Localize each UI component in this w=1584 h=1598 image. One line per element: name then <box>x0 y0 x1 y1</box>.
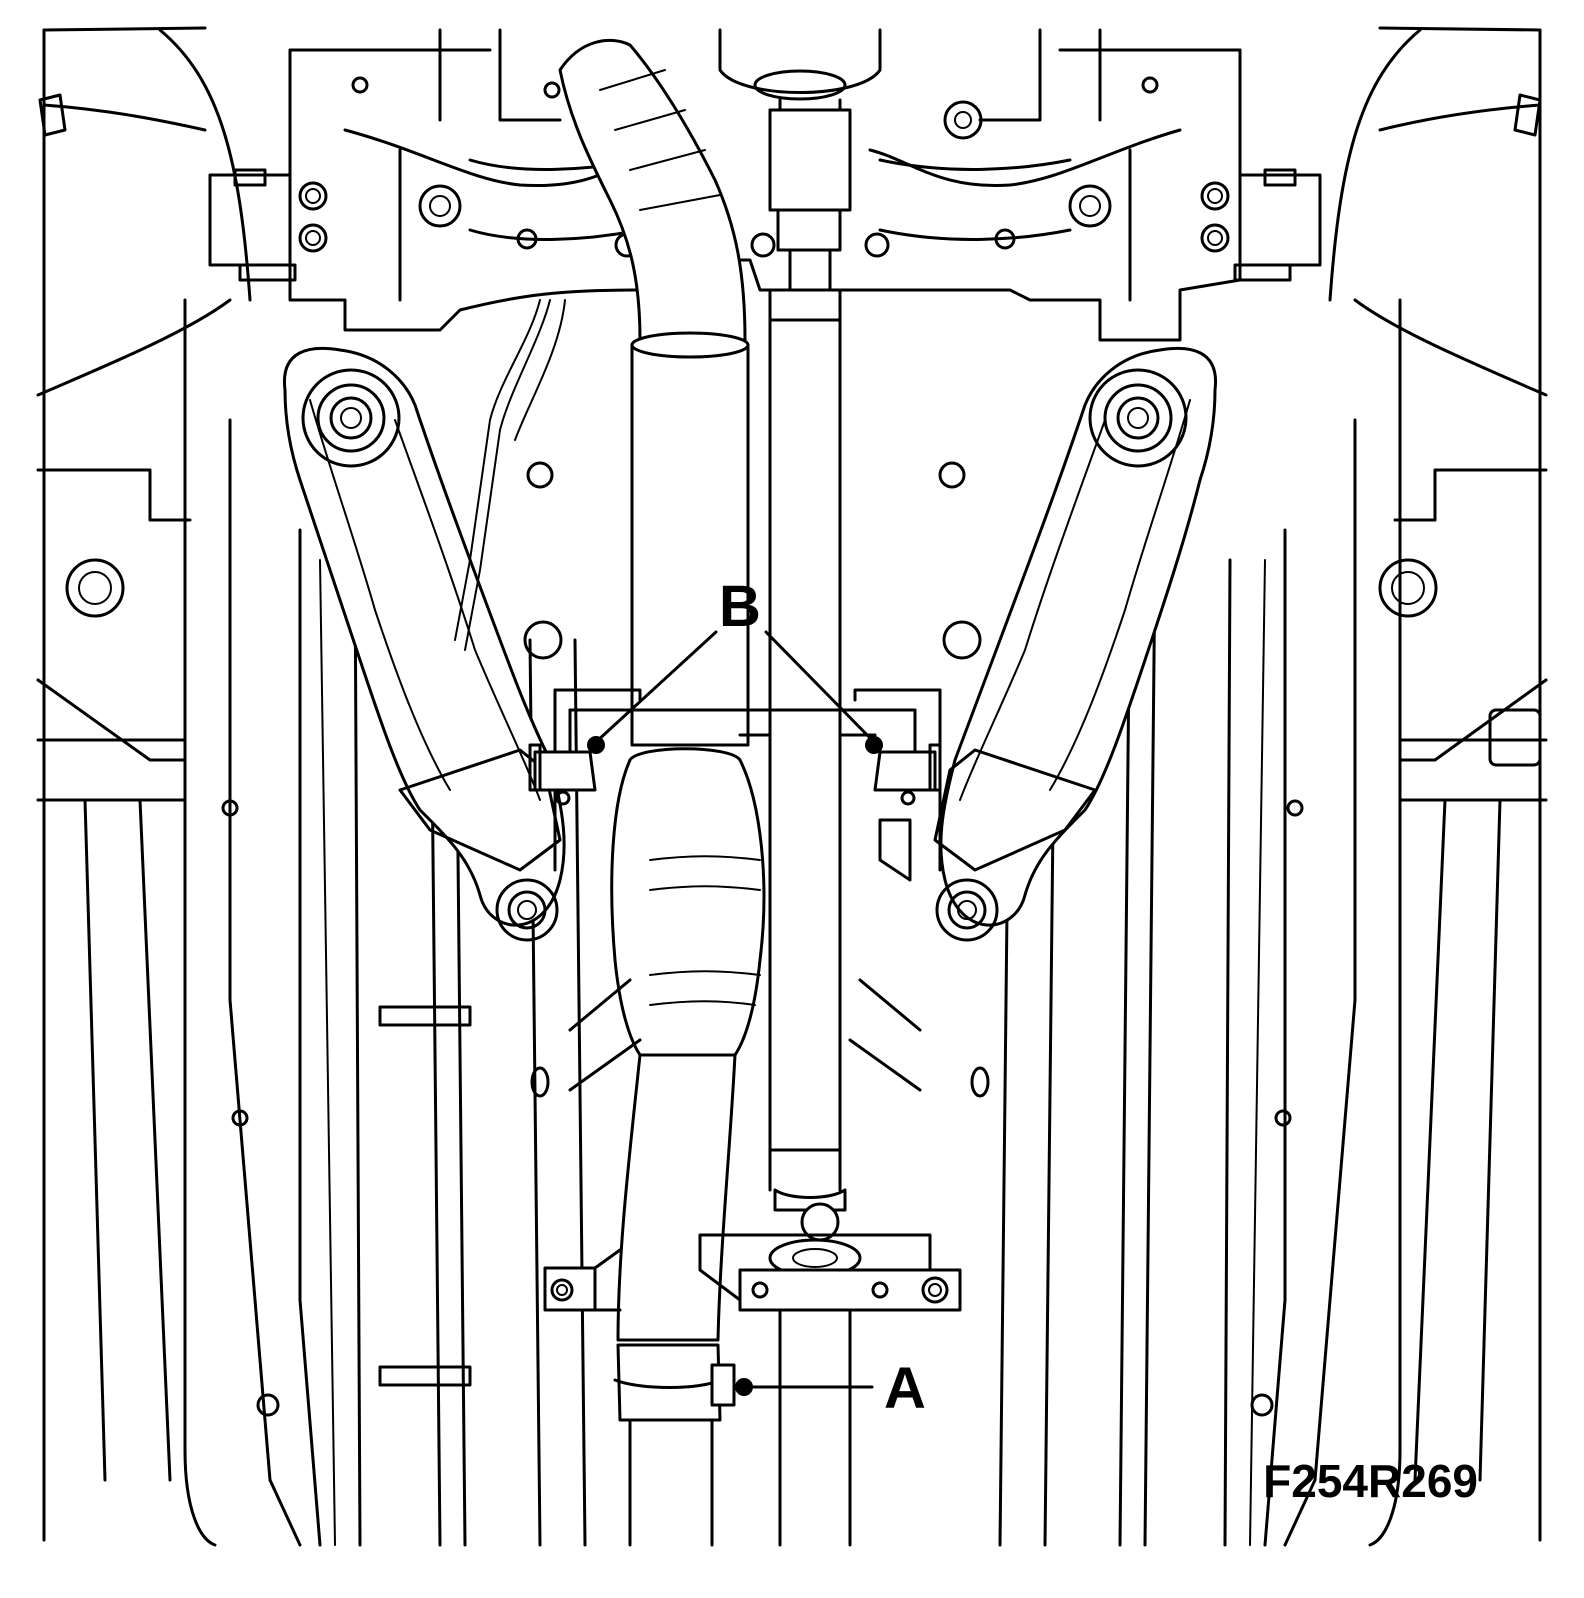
callout-b: B <box>587 574 883 754</box>
lines-bundle <box>454 299 566 651</box>
callout-b-dot-left <box>587 736 605 754</box>
driveshaft <box>768 248 862 1547</box>
callout-b-dot-right <box>865 736 883 754</box>
subframe <box>38 28 1542 342</box>
callout-a-label: A <box>884 1356 926 1421</box>
exhaust-hangers <box>528 708 942 806</box>
center-mount <box>718 28 882 252</box>
subframe-bolts <box>298 76 1230 258</box>
figure-id: F254R269 <box>1263 1455 1478 1507</box>
right-control-arm <box>933 346 1218 942</box>
callout-a-dot <box>735 1378 753 1396</box>
left-control-arm <box>282 346 566 942</box>
callout-b-leader-right <box>764 630 876 744</box>
center-bearing-bracket <box>543 1233 962 1312</box>
exhaust-system <box>558 38 766 1547</box>
callout-a: A <box>735 1356 926 1421</box>
callout-b-leader-left <box>594 630 718 744</box>
callout-b-label: B <box>719 574 761 639</box>
